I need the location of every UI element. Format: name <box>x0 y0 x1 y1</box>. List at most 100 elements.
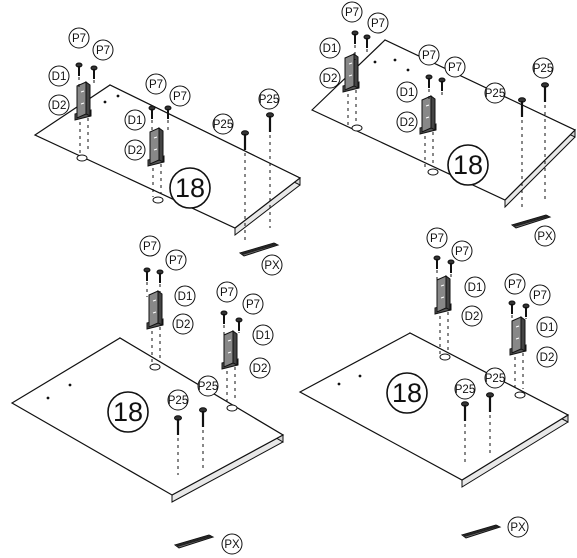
hinge-2-label-p7-a-text: P7 <box>220 287 234 299</box>
handle-screw-2-label-p25-circle <box>258 88 280 110</box>
hinge-2-label-p7-b-circle <box>444 56 466 78</box>
handle-screw-1-label-p25-circle <box>484 82 506 104</box>
handle-screw-2 <box>266 112 274 132</box>
hinge-1-label-p7-a: P7 <box>139 235 161 257</box>
hinge-2-label-d1-text: D1 <box>128 115 143 127</box>
hinge-2-label-d1: D1 <box>252 324 274 346</box>
hinge-2-label-d2-text: D2 <box>253 363 268 375</box>
hinge-2-label-p7-a-text: P7 <box>149 79 163 91</box>
board-hole <box>116 94 120 98</box>
hinge-1-label-d2: D2 <box>319 67 341 89</box>
hinge-2-label-d1: D1 <box>124 109 146 131</box>
handle-screw-2-label-p25: P25 <box>532 57 554 79</box>
board-hole <box>46 396 50 400</box>
handle-label-px-text: PX <box>224 539 240 551</box>
step-label-circle <box>386 372 428 414</box>
step-label-text: 18 <box>113 397 143 427</box>
handle-screw-1 <box>518 97 526 117</box>
handle-screw-2-label-p25-circle <box>484 367 506 389</box>
handle-label-px-text: PX <box>537 231 553 243</box>
handle-screw-2-label-p25: P25 <box>484 367 506 389</box>
hinge-2-label-d2-text: D2 <box>128 145 143 157</box>
hinge-1-label-d2-circle <box>461 305 483 327</box>
hinge-1-label-p7-b-text: P7 <box>169 255 183 267</box>
hinge-1-label-d1-circle <box>464 276 486 298</box>
hinge-2-bracket <box>147 127 165 167</box>
hinge-1-label-p7-a-circle <box>341 1 363 23</box>
hinge-1-label-d2: D2 <box>48 94 70 116</box>
handle-screw-1-label-p25-text: P25 <box>485 88 505 100</box>
hinge-1-label-d2-circle <box>172 313 194 335</box>
hinge-2-bracket <box>509 316 527 356</box>
hinge-2-label-p7-b-circle <box>242 293 264 315</box>
hinge-1-label-p7-b: P7 <box>92 39 114 61</box>
step-label-circle <box>107 391 149 433</box>
hinge-1-board-hole <box>351 124 363 132</box>
hinge-1-label-p7-b-circle <box>367 12 389 34</box>
handle-px <box>460 524 502 539</box>
hinge-1-screw-p7-b <box>156 269 164 283</box>
handle-screw-2-label-p25-text: P25 <box>259 94 279 106</box>
hinge-1-label-d1: D1 <box>174 285 196 307</box>
hinge-1-label-d2-circle <box>48 94 70 116</box>
hinge-2-label-p7-b-text: P7 <box>448 62 462 74</box>
handle-label-px-circle <box>261 254 283 276</box>
hinge-1-bracket <box>342 53 360 93</box>
hinge-2-label-p7-a-circle <box>504 273 526 295</box>
handle-px <box>510 214 552 229</box>
handle-label-px: PX <box>261 254 283 276</box>
handle-screw-2-label-p25: P25 <box>258 88 280 110</box>
hinge-1-label-p7-a: P7 <box>68 27 90 49</box>
handle-label-px: PX <box>221 533 243 555</box>
board-top <box>310 39 577 201</box>
hinge-1-label-d2-circle <box>319 67 341 89</box>
handle-screw-1 <box>461 401 469 421</box>
step-label: 18 <box>169 167 211 209</box>
handle-px <box>238 242 280 257</box>
hinge-1-label-d1: D1 <box>464 276 486 298</box>
hinge-2-label-d1-text: D1 <box>540 322 555 334</box>
hinge-1-label-d2-text: D2 <box>52 100 67 112</box>
handle-px <box>173 534 215 549</box>
handle-screw-1-label-p25-circle <box>212 113 234 135</box>
hinge-1-bracket <box>434 275 452 315</box>
hinge-2-label-p7-a: P7 <box>145 73 167 95</box>
handle-label-px-text: PX <box>264 260 280 272</box>
hinge-2-screw-p7-a <box>425 74 433 88</box>
hinge-2-label-p7-b-text: P7 <box>173 91 187 103</box>
board-hole <box>393 58 397 62</box>
hinge-1-label-p7-a-text: P7 <box>430 233 444 245</box>
hinge-1-label-p7-b-circle <box>92 39 114 61</box>
step-label: 18 <box>386 372 428 414</box>
hinge-2-label-d1: D1 <box>536 316 558 338</box>
hinge-2-label-p7-a-text: P7 <box>422 50 436 62</box>
handle-screw-1-label-p25: P25 <box>167 389 189 411</box>
hinge-1-label-p7-a-text: P7 <box>143 241 157 253</box>
hinge-1-label-p7-a-circle <box>139 235 161 257</box>
hinge-1-label-d1-circle <box>174 285 196 307</box>
hinge-1-label-p7-a: P7 <box>341 1 363 23</box>
hinge-2-bracket <box>419 95 437 135</box>
hinge-2-label-d2-text: D2 <box>540 352 555 364</box>
board-hole <box>373 60 377 64</box>
hinge-2-label-d2-circle <box>536 346 558 368</box>
hinge-2-label-d2-circle <box>249 357 271 379</box>
hinge-1-label-p7-b-text: P7 <box>371 18 385 30</box>
step-label-text: 18 <box>175 173 205 203</box>
hinge-2-label-p7-b-text: P7 <box>246 299 260 311</box>
hinge-1-label-d1-text: D1 <box>178 291 193 303</box>
hinge-2-screw-p7-a <box>220 310 228 324</box>
board-hole <box>68 383 72 387</box>
board-hole <box>358 374 362 378</box>
hinge-2-label-d1-circle <box>536 316 558 338</box>
handle-screw-1-label-p25-circle <box>167 389 189 411</box>
hinge-2-label-d2-text: D2 <box>400 117 415 129</box>
handle-screw-2-label-p25: P25 <box>197 375 219 397</box>
handle-label-px-circle <box>507 516 529 538</box>
hinge-2-label-d1: D1 <box>396 81 418 103</box>
hinge-2-label-d1-text: D1 <box>256 330 271 342</box>
hinge-1-label-d1-text: D1 <box>468 282 483 294</box>
hinge-2-label-p7-b: P7 <box>169 85 191 107</box>
